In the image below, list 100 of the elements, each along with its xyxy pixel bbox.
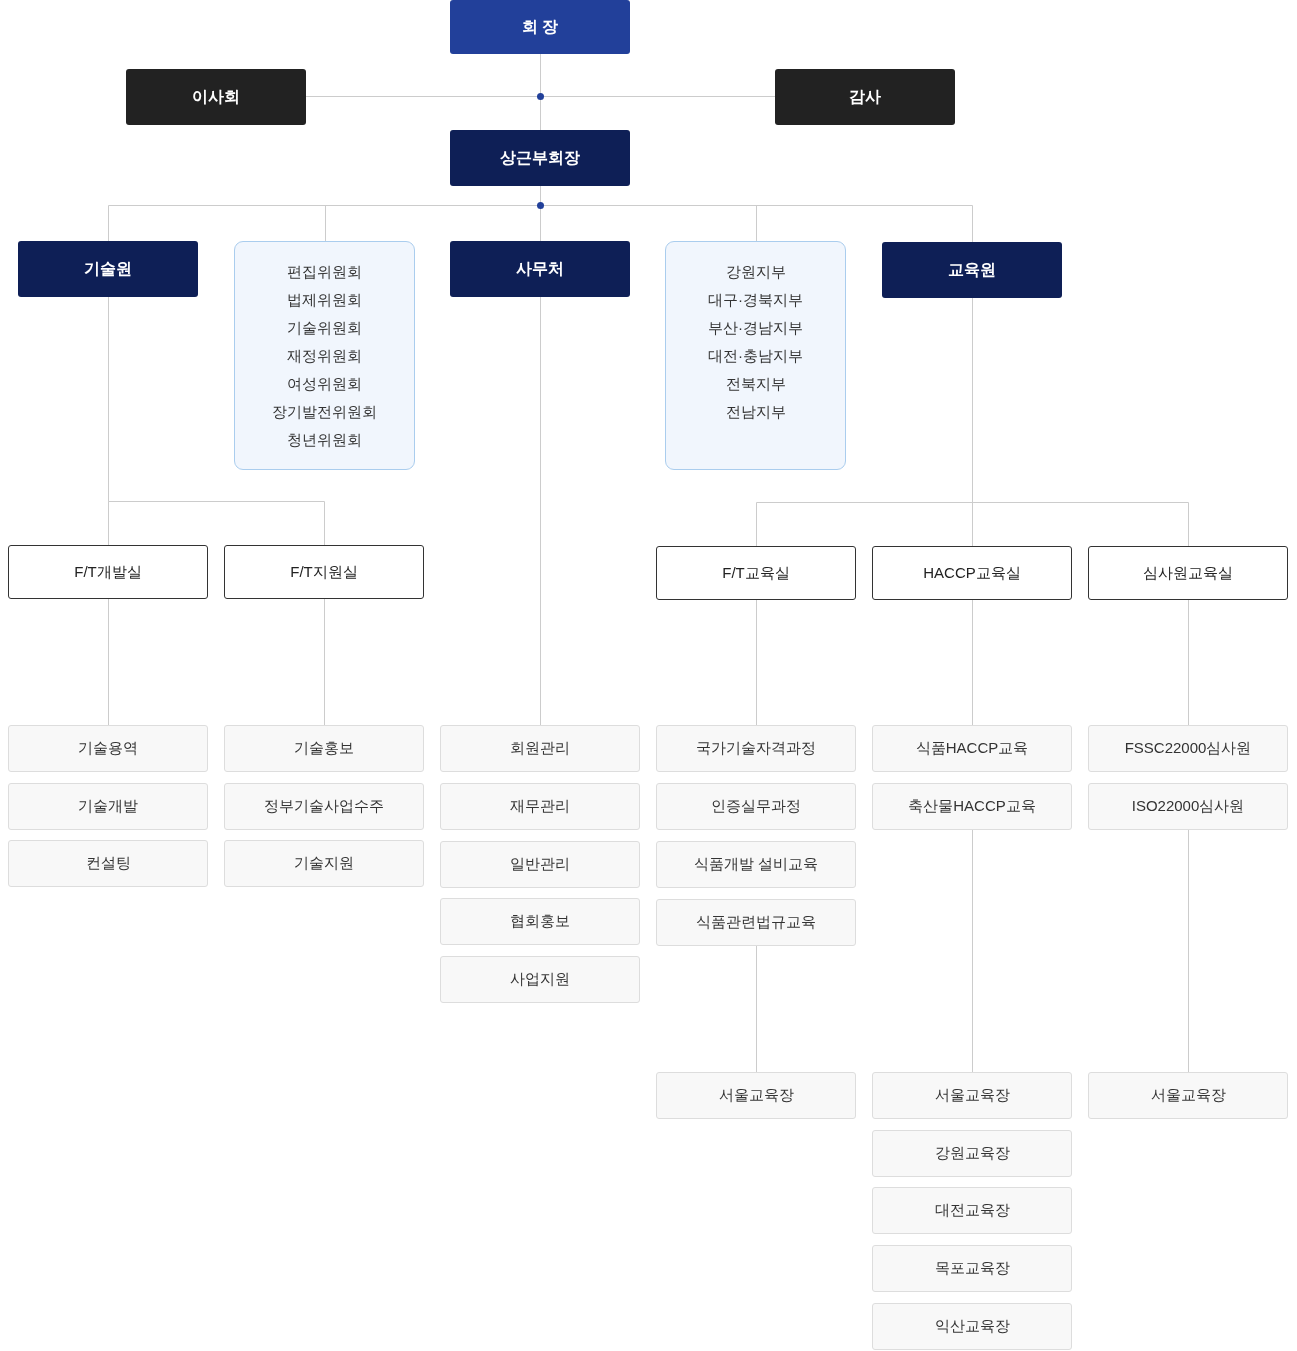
task-box <box>8 783 208 830</box>
connector-line <box>324 598 325 726</box>
connector-line <box>1188 829 1189 1073</box>
unit-label: 이사회 <box>192 86 240 107</box>
task-box <box>872 725 1072 772</box>
task-box <box>8 840 208 887</box>
office-box <box>224 545 424 599</box>
task-box <box>872 1072 1072 1119</box>
task-label: 협회홍보 <box>510 912 570 931</box>
task-label: 목포교육장 <box>934 1259 1010 1278</box>
task-label: 사업지원 <box>510 970 570 989</box>
list-item-label: 전북지부 <box>725 374 786 394</box>
task-label: 서울교육장 <box>718 1086 794 1105</box>
task-label: 국가기술자격과정 <box>696 739 816 758</box>
task-label: 축산물HACCP교육 <box>908 797 1036 816</box>
task-box <box>1088 725 1288 772</box>
task-label: 서울교육장 <box>1150 1086 1226 1105</box>
list-item-label: 장기발전위원회 <box>272 402 377 422</box>
list-item-label: 기술위원회 <box>287 318 362 338</box>
task-box <box>656 899 856 946</box>
task-label: 기술홍보 <box>294 739 354 758</box>
office-box <box>8 545 208 599</box>
connector-line <box>108 598 109 726</box>
task-label: 회원관리 <box>510 739 570 758</box>
task-label: FSSC22000심사원 <box>1124 739 1252 758</box>
task-box <box>440 898 640 945</box>
division-box <box>450 130 630 186</box>
task-box <box>872 1245 1072 1292</box>
connector-line <box>972 599 973 726</box>
task-box <box>8 725 208 772</box>
task-label: 컨설팅 <box>85 854 131 873</box>
task-label: 인증실무과정 <box>711 797 801 816</box>
unit-label: 회 장 <box>521 16 559 37</box>
office-label: 심사원교육실 <box>1143 563 1233 583</box>
office-box <box>656 546 856 600</box>
task-box <box>224 783 424 830</box>
task-box <box>440 956 640 1003</box>
list-item-label: 여성위원회 <box>287 374 362 394</box>
task-label: ISO22000심사원 <box>1131 797 1245 816</box>
unit-label: 상근부회장 <box>500 147 580 168</box>
connector-line <box>540 296 541 726</box>
task-label: 기술개발 <box>78 797 138 816</box>
task-box <box>656 841 856 888</box>
task-box <box>872 1187 1072 1234</box>
unit-label: 기술원 <box>84 258 132 279</box>
board-box <box>775 69 955 125</box>
list-item-label: 편집위원회 <box>287 262 362 282</box>
list-item-label: 부산·경남지부 <box>708 318 803 338</box>
list-item-label: 대구·경북지부 <box>708 290 803 310</box>
task-box <box>872 1303 1072 1350</box>
list-item-label: 대전·충남지부 <box>708 346 803 366</box>
task-label: 재무관리 <box>510 797 570 816</box>
task-box <box>872 783 1072 830</box>
task-label: 식품관련법규교육 <box>696 913 816 932</box>
task-box <box>440 725 640 772</box>
division-box <box>450 241 630 297</box>
committee-list-panel <box>234 241 415 470</box>
division-box <box>18 241 198 297</box>
task-box <box>440 841 640 888</box>
office-label: F/T지원실 <box>290 562 358 582</box>
office-box <box>1088 546 1288 600</box>
connector-line <box>1188 599 1189 726</box>
task-box <box>656 783 856 830</box>
task-box <box>1088 783 1288 830</box>
task-label: 대전교육장 <box>934 1201 1010 1220</box>
list-item-label: 법제위원회 <box>287 290 362 310</box>
chairman-box <box>450 0 630 54</box>
unit-label: 교육원 <box>948 259 996 280</box>
office-box <box>872 546 1072 600</box>
task-label: 정부기술사업수주 <box>264 797 384 816</box>
office-label: F/T교육실 <box>722 563 790 583</box>
division-box <box>882 242 1062 298</box>
connector-line <box>756 945 757 1073</box>
task-box <box>224 840 424 887</box>
list-item-label: 재정위원회 <box>287 346 362 366</box>
task-box <box>656 725 856 772</box>
board-box <box>126 69 306 125</box>
unit-label: 사무처 <box>516 258 564 279</box>
task-box <box>872 1130 1072 1177</box>
office-label: HACCP교육실 <box>923 563 1021 583</box>
task-box <box>224 725 424 772</box>
task-label: 기술용역 <box>78 739 138 758</box>
task-box <box>1088 1072 1288 1119</box>
task-label: 일반관리 <box>510 855 570 874</box>
task-label: 식품개발 설비교육 <box>693 855 819 874</box>
committee-list-panel <box>665 241 846 470</box>
unit-label: 감사 <box>849 86 881 107</box>
connector-line <box>756 599 757 726</box>
task-box <box>440 783 640 830</box>
list-item-label: 강원지부 <box>725 262 786 282</box>
connector-line <box>972 829 973 1073</box>
task-label: 서울교육장 <box>934 1086 1010 1105</box>
task-label: 강원교육장 <box>934 1144 1010 1163</box>
list-item-label: 청년위원회 <box>287 430 362 450</box>
task-label: 익산교육장 <box>934 1317 1010 1336</box>
office-label: F/T개발실 <box>74 562 142 582</box>
task-box <box>656 1072 856 1119</box>
task-label: 기술지원 <box>294 854 354 873</box>
task-label: 식품HACCP교육 <box>915 739 1029 758</box>
list-item-label: 전남지부 <box>725 402 786 422</box>
